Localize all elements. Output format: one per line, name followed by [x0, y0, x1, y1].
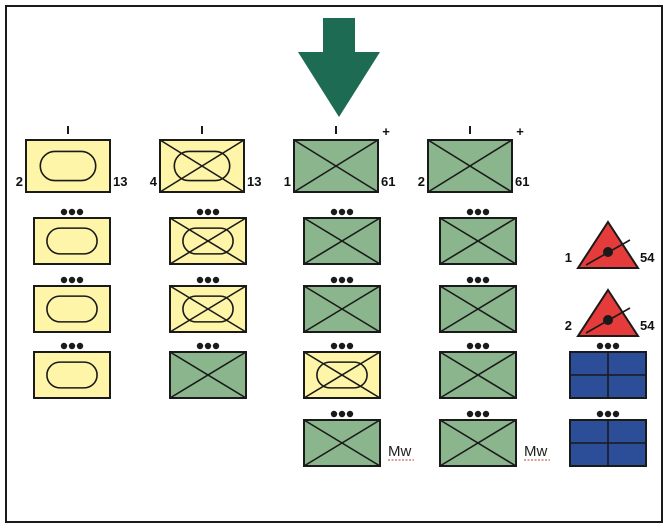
- sub-unit-mech: [169, 285, 247, 333]
- unit-left-label: 2: [418, 174, 425, 189]
- unit-designation-label: Mw: [524, 443, 547, 460]
- sub-unit-armor: [33, 351, 111, 399]
- echelon-dots: [330, 342, 354, 350]
- sub-unit-infantry: [439, 285, 517, 333]
- diagram-frame: [5, 5, 663, 523]
- blue-unit-symbol: [569, 351, 647, 399]
- triangle-right-label: 54: [640, 318, 655, 333]
- sub-unit-armor: [33, 217, 111, 265]
- sub-unit-infantry: [303, 419, 381, 467]
- echelon-dots: [60, 208, 84, 216]
- unit-right-label: 61: [515, 174, 529, 189]
- down-arrow-icon: [298, 18, 380, 117]
- echelon-dots: [466, 342, 490, 350]
- unit-designation-label: Mw: [388, 443, 411, 460]
- artillery-triangle-icon: [576, 288, 640, 337]
- echelon-dots: [330, 410, 354, 418]
- sub-unit-infantry: [439, 351, 517, 399]
- echelon-dots: [330, 276, 354, 284]
- echelon-dots: [466, 208, 490, 216]
- echelon-dots: [330, 208, 354, 216]
- echelon-dots: [196, 342, 220, 350]
- header-unit-infantry: [293, 139, 379, 193]
- echelon-dots: [196, 276, 220, 284]
- sub-unit-mech: [303, 351, 381, 399]
- echelon-dots: [596, 342, 620, 350]
- sub-unit-mech: [169, 217, 247, 265]
- triangle-left-label: 1: [565, 250, 572, 265]
- triangle-left-label: 2: [565, 318, 572, 333]
- echelon-dots: [196, 208, 220, 216]
- unit-right-label: 61: [381, 174, 395, 189]
- triangle-right-label: 54: [640, 250, 655, 265]
- blue-unit-symbol: [569, 419, 647, 467]
- sub-unit-infantry: [439, 217, 517, 265]
- sub-unit-armor: [33, 285, 111, 333]
- echelon-dots: [596, 410, 620, 418]
- header-unit-armor: [25, 139, 111, 193]
- echelon-dots: [466, 276, 490, 284]
- sub-unit-infantry: [303, 285, 381, 333]
- header-unit-mech: [159, 139, 245, 193]
- header-unit-infantry: [427, 139, 513, 193]
- artillery-triangle-icon: [576, 220, 640, 269]
- unit-right-label: 13: [247, 174, 261, 189]
- echelon-dots: [60, 276, 84, 284]
- echelon-dots: [60, 342, 84, 350]
- unit-left-label: 2: [16, 174, 23, 189]
- sub-unit-infantry: [169, 351, 247, 399]
- unit-right-label: 13: [113, 174, 127, 189]
- unit-left-label: 1: [284, 174, 291, 189]
- unit-left-label: 4: [150, 174, 158, 189]
- echelon-dots: [466, 410, 490, 418]
- sub-unit-infantry: [303, 217, 381, 265]
- reinforced-mark: +: [516, 124, 524, 139]
- reinforced-mark: +: [382, 124, 390, 139]
- sub-unit-infantry: [439, 419, 517, 467]
